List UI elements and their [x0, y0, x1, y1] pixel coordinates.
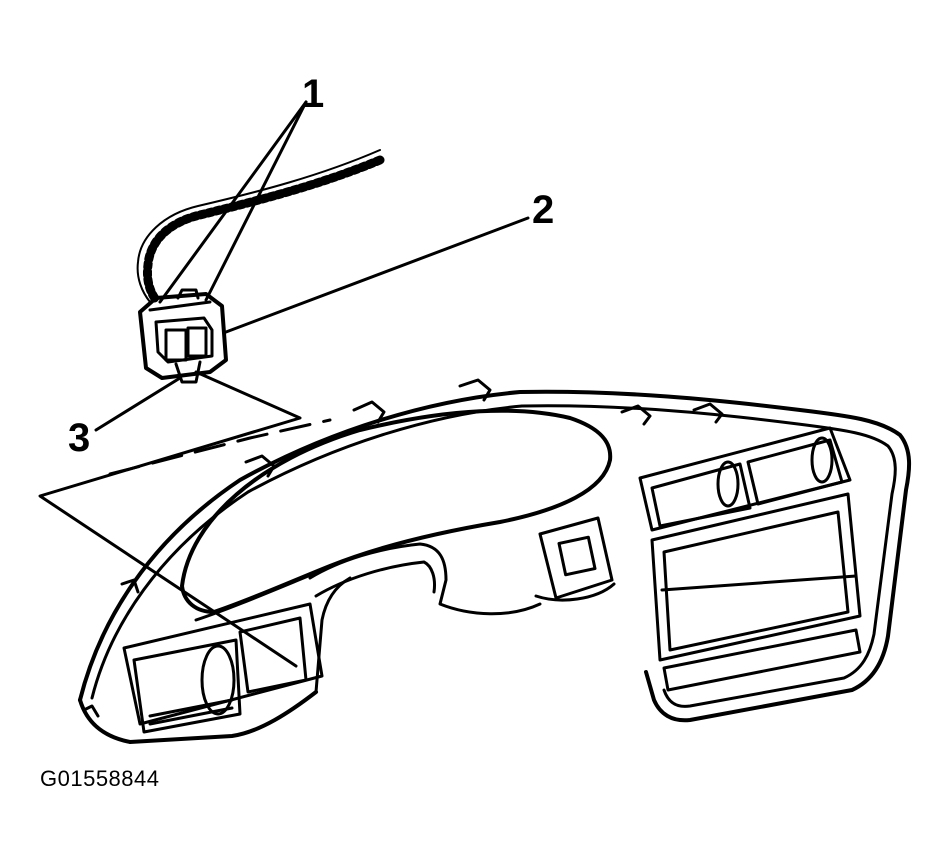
callout-2-label: 2: [532, 188, 555, 232]
callout-3-leader: [94, 376, 182, 432]
figure-code: G01558844: [40, 766, 160, 791]
callout-1-leaders: [158, 100, 308, 304]
component-housing: [138, 288, 228, 384]
instrument-panel: [78, 378, 912, 744]
projection-lines: [38, 370, 332, 668]
callout-2-leader: [224, 216, 530, 334]
wiring-harness: [136, 149, 385, 305]
callout-3-label: 3: [68, 416, 91, 460]
callout-1-label: 1: [302, 72, 325, 116]
